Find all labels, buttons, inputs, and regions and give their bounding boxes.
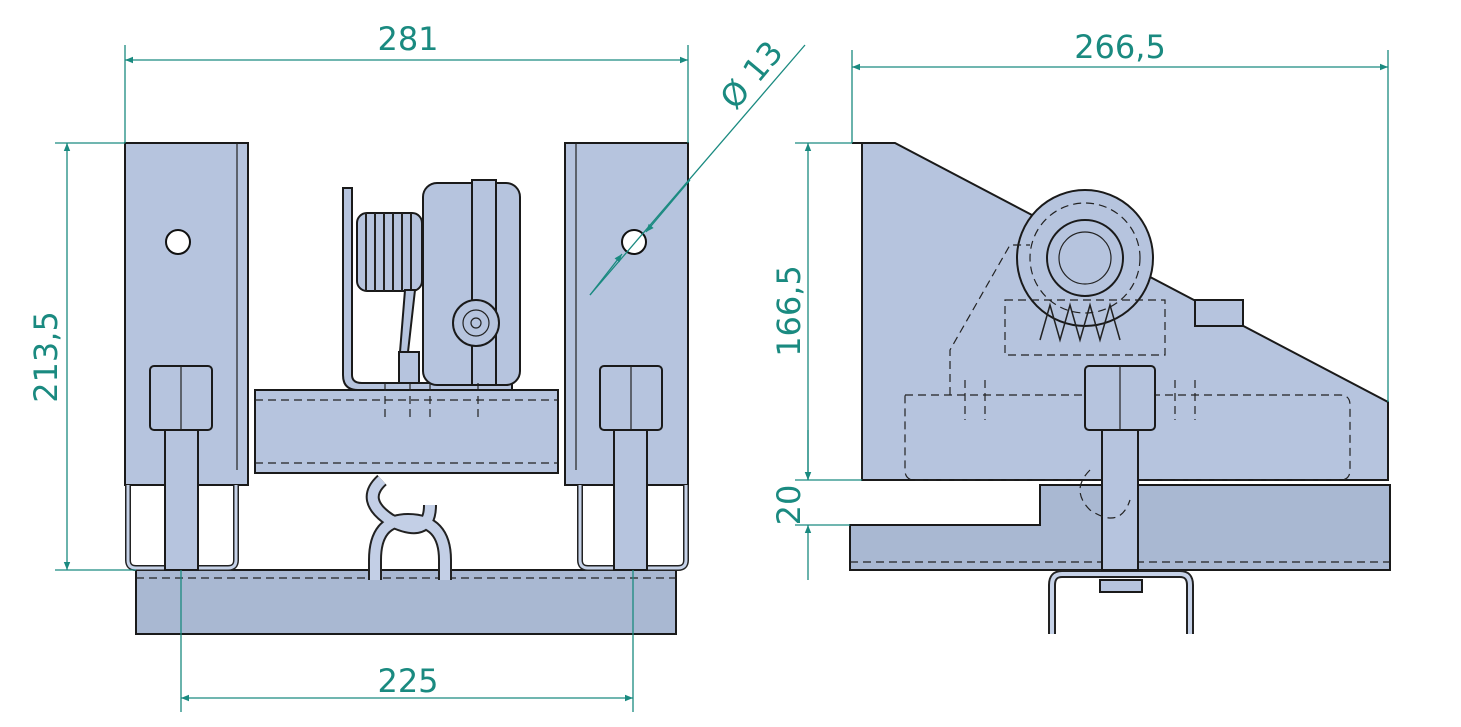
dim-height: 213,5	[27, 311, 65, 403]
side-view	[849, 142, 1391, 634]
cross-bar	[254, 389, 559, 474]
side-dimensions: 266,5 166,5 20	[770, 28, 1389, 580]
front-view	[124, 142, 689, 635]
dim-side-height: 166,5	[770, 265, 808, 357]
bolt	[613, 429, 648, 571]
dim-base-thickness: 20	[770, 485, 808, 526]
base-bar	[135, 569, 677, 635]
bolt	[164, 429, 199, 571]
dim-side-width: 266,5	[1074, 28, 1166, 66]
side-shaft	[1101, 429, 1139, 571]
dim-width: 281	[377, 20, 438, 58]
mounting-hole	[165, 229, 191, 255]
shaft-hex	[452, 299, 500, 347]
dim-bolt-spacing: 225	[377, 662, 438, 700]
